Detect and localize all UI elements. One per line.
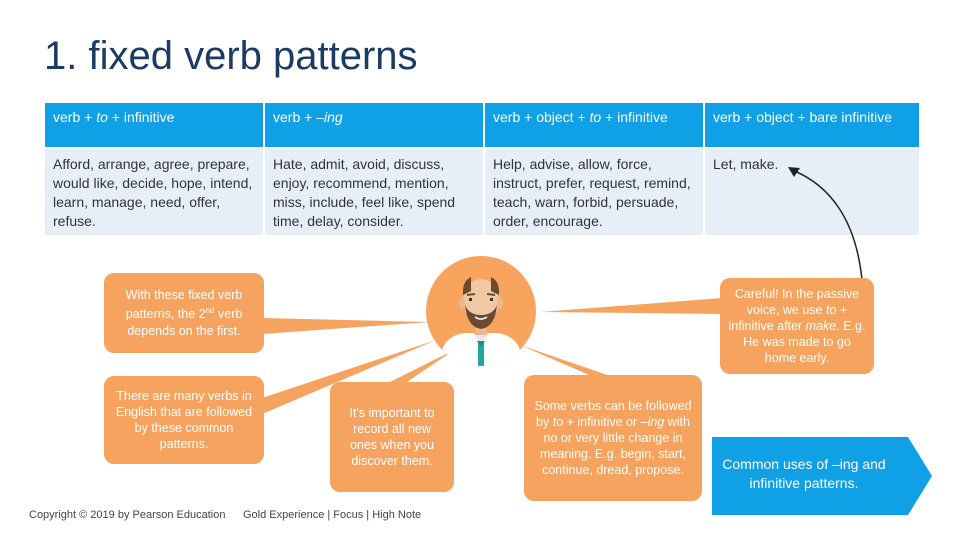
table-header: verb + –ing [265, 103, 485, 147]
table-header: verb + to + infinitive [45, 103, 265, 147]
bubble-tail [262, 340, 436, 414]
bubble-tail [386, 350, 454, 384]
copyright-text: Copyright © 2019 by Pearson Education [29, 509, 226, 521]
bubble-careful: Careful! In the passive voice, we use to… [720, 278, 874, 374]
callout-text: Common uses of –ing and infinitive patte… [722, 456, 886, 491]
bubble-careful-text: Careful! In the passive voice, we use to… [728, 287, 866, 365]
bubble-some-verbs-text: Some verbs can be followed by to + infin… [534, 399, 692, 477]
page-title: 1. fixed verb patterns [44, 34, 418, 78]
bubble-record-text: It's important to record all new ones wh… [349, 406, 435, 468]
bubble-many-verbs-text: There are many verbs in English that are… [115, 389, 253, 451]
table-cell: Afford, arrange, agree, prepare, would l… [45, 147, 265, 235]
bubble-tail [540, 298, 722, 314]
bubble-some-verbs: Some verbs can be followed by to + infin… [524, 375, 702, 501]
table-cell: Hate, admit, avoid, discuss, enjoy, reco… [265, 147, 485, 235]
verb-patterns-table: verb + to + infinitive verb + –ing verb … [45, 103, 921, 235]
table-row: Afford, arrange, agree, prepare, would l… [45, 147, 921, 235]
bubble-fixed-patterns: With these fixed verb patterns, the 2nd … [104, 273, 264, 353]
teacher-avatar-icon [426, 256, 536, 366]
curved-arrow-icon [791, 169, 863, 281]
series-text: Gold Experience | Focus | High Note [243, 509, 422, 521]
callout-arrow-shape [712, 437, 932, 515]
bubble-many-verbs: There are many verbs in English that are… [104, 376, 264, 464]
bubble-fixed-patterns-text: With these fixed verb patterns, the 2nd … [125, 288, 243, 338]
table-cell: Let, make. [705, 147, 921, 235]
table-header: verb + object + to + infinitive [485, 103, 705, 147]
arrowhead-icon [788, 167, 800, 177]
table-cell: Help, advise, allow, force, instruct, pr… [485, 147, 705, 235]
bubble-tail [262, 318, 430, 334]
table-header-row: verb + to + infinitive verb + –ing verb … [45, 103, 921, 147]
bubble-record: It's important to record all new ones wh… [330, 382, 454, 492]
bubble-tail [520, 345, 616, 378]
table-header: verb + object + bare infinitive [705, 103, 921, 147]
